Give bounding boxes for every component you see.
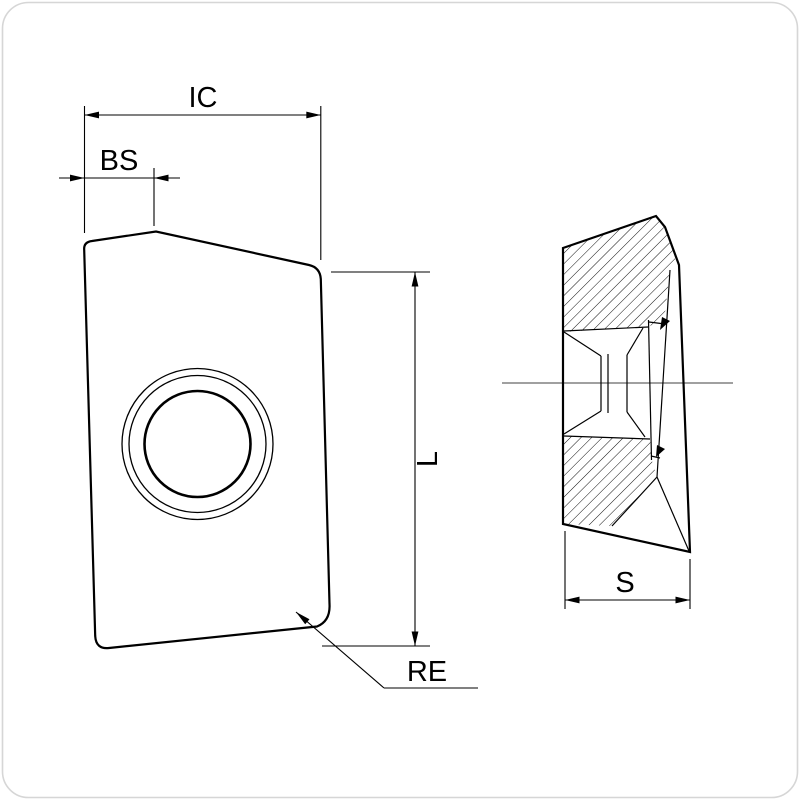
insert-outline <box>83 230 331 650</box>
side-view <box>502 214 733 554</box>
countersink-lower-left <box>563 410 602 435</box>
channel-bottom-edge <box>563 435 651 440</box>
edge-wedge-lower <box>656 445 665 457</box>
re-leader-line <box>295 611 385 689</box>
countersink-upper-right <box>626 327 644 356</box>
side-outline <box>561 214 692 554</box>
tip-upper-edge <box>656 476 690 552</box>
ic-arrow-left <box>84 111 99 119</box>
s-arrow-right <box>675 596 690 604</box>
s-arrow-left <box>565 596 580 604</box>
bs-arrow-right <box>154 174 169 182</box>
countersink-upper-left <box>563 331 602 357</box>
ic-arrow-right <box>306 111 321 119</box>
top-section-hatch <box>563 216 676 332</box>
bs-label: BS <box>100 145 139 177</box>
hole-bore <box>143 389 252 499</box>
tip-hatch-boundary <box>611 476 658 527</box>
bs-dimension: BS <box>59 145 180 226</box>
land-tick-lower <box>650 455 661 459</box>
bottom-section-hatch <box>563 436 657 526</box>
front-view <box>83 230 331 650</box>
ic-dimension: IC <box>83 82 322 260</box>
hole-outer-ring <box>121 367 274 521</box>
s-dimension: S <box>564 531 691 609</box>
countersink-outer-right <box>647 319 653 461</box>
l-label: L <box>412 451 444 467</box>
re-dimension: RE <box>295 611 478 689</box>
channel-top-edge <box>563 326 649 332</box>
l-arrow-top <box>411 272 419 287</box>
re-label: RE <box>407 656 447 688</box>
bs-arrow-left <box>70 174 85 182</box>
l-dimension: L <box>322 271 444 647</box>
ic-label: IC <box>189 82 218 114</box>
re-arrow <box>296 612 310 625</box>
l-arrow-bottom <box>411 631 419 646</box>
edge-wedge-upper <box>660 317 670 330</box>
countersink-lower-right <box>626 411 646 438</box>
land-inner-line <box>656 269 671 478</box>
hole-middle-ring <box>128 374 267 514</box>
s-label: S <box>615 567 634 599</box>
